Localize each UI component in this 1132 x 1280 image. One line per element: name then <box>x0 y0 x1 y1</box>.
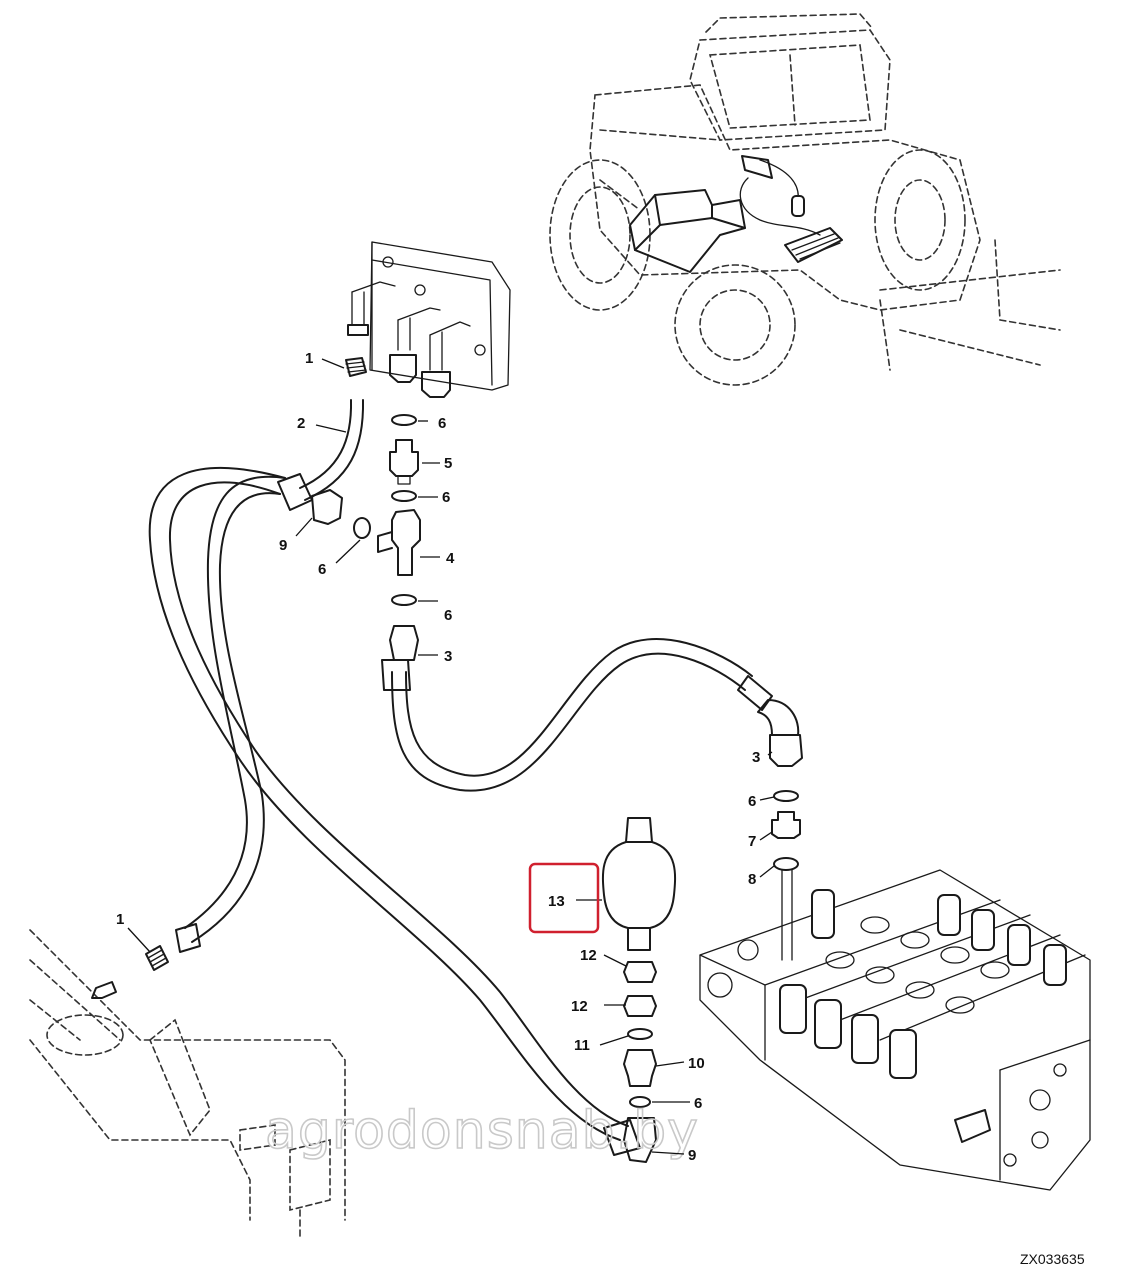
callout-leaders <box>127 358 775 1155</box>
callout-9-bottom: 9 <box>688 1147 696 1164</box>
watermark: agrodonsnab.by <box>265 1101 699 1161</box>
callout-6-c: 6 <box>444 607 452 624</box>
callout-9-left: 9 <box>279 537 287 554</box>
callout-7: 7 <box>748 833 756 850</box>
accumulator-assembly <box>601 817 677 1163</box>
callout-12-b: 12 <box>571 998 588 1015</box>
coupler-bottom <box>145 945 169 971</box>
callout-3-center: 3 <box>444 648 452 665</box>
callout-labels: 1 2 6 5 6 4 9 6 6 3 3 6 7 8 13 12 12 11 … <box>116 350 760 1164</box>
callout-2: 2 <box>297 415 305 432</box>
mounting-bracket <box>347 241 511 398</box>
tractor-illustration <box>549 13 1061 386</box>
callout-13: 13 <box>548 893 565 910</box>
callout-13-highlight <box>528 862 600 934</box>
callout-12-a: 12 <box>580 947 597 964</box>
callout-11: 11 <box>574 1037 590 1054</box>
callout-1-bottom: 1 <box>116 911 124 928</box>
callout-6-a: 6 <box>438 415 446 432</box>
fittings <box>311 357 803 961</box>
hoses <box>148 399 773 1156</box>
callout-6-e: 6 <box>694 1095 702 1112</box>
callout-5: 5 <box>444 455 452 472</box>
callout-10: 10 <box>688 1055 705 1072</box>
callout-6-d: 6 <box>748 793 756 810</box>
callout-8: 8 <box>748 871 756 888</box>
callout-3-right: 3 <box>752 749 760 766</box>
callout-6-left: 6 <box>318 561 326 578</box>
tractor-frame <box>29 929 346 1241</box>
callout-4: 4 <box>446 550 455 567</box>
callout-1-top: 1 <box>305 350 313 367</box>
callout-6-b: 6 <box>442 489 450 506</box>
control-valve-block <box>699 869 1091 1191</box>
drawing-code: ZX033635 <box>1020 1251 1085 1267</box>
